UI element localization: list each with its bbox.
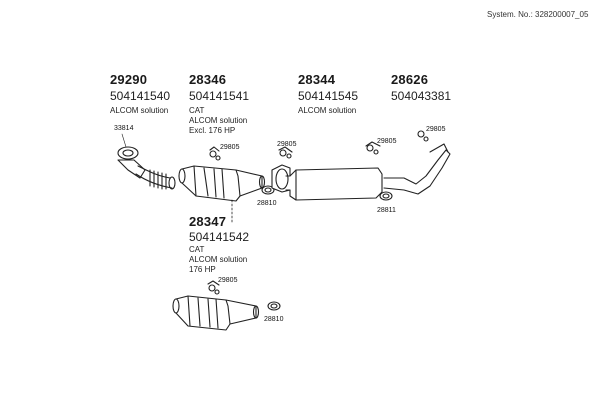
- muffler-28344: [271, 164, 383, 201]
- group-note-5a: CAT: [189, 245, 205, 254]
- group-part-4: 504043381: [391, 89, 452, 103]
- group-number-4: 28626: [391, 72, 429, 87]
- clamp-29805-e: [207, 280, 220, 295]
- group-part-3: 504141545: [298, 89, 359, 103]
- callout-28810-b: 28810: [264, 316, 284, 323]
- group-note-1: ALCOM solution: [110, 106, 169, 115]
- callout-29805-b: 29805: [277, 141, 297, 148]
- group-note-2c: Excl. 176 HP: [189, 126, 236, 135]
- gasket-28811: [379, 191, 393, 201]
- group-note-2b: ALCOM solution: [189, 116, 248, 125]
- catalyst-28346: [178, 165, 266, 202]
- clamp-29805-b: [278, 146, 293, 159]
- group-number-5: 28347: [189, 214, 227, 229]
- group-part-1: 504141540: [110, 89, 171, 103]
- rear-pipe-28626: [383, 143, 451, 195]
- group-number-2: 28346: [189, 72, 227, 87]
- group-number-3: 28344: [298, 72, 336, 87]
- group-note-2a: CAT: [189, 106, 205, 115]
- callout-33814: 33814: [114, 125, 134, 132]
- callout-29805-a: 29805: [220, 144, 240, 151]
- gasket-28810-a: [261, 185, 275, 195]
- callout-29805-c: 29805: [377, 138, 397, 145]
- group-part-2: 504141541: [189, 89, 250, 103]
- callout-29805-e: 29805: [218, 277, 238, 284]
- group-note-5b: ALCOM solution: [189, 255, 248, 264]
- callout-28811: 28811: [377, 207, 396, 214]
- gasket-33814: [117, 133, 139, 160]
- front-pipe-29290: [117, 159, 176, 190]
- callout-29805-d: 29805: [426, 126, 446, 133]
- group-part-5: 504141542: [189, 230, 250, 244]
- system-number: System. No.: 328200007_05: [487, 10, 589, 19]
- clamp-29805-d: [417, 130, 429, 142]
- group-note-3: ALCOM solution: [298, 106, 357, 115]
- group-number-1: 29290: [110, 72, 148, 87]
- clamp-29805-a: [209, 146, 221, 161]
- clamp-29805-c: [365, 141, 381, 155]
- group-note-5c: 176 HP: [189, 265, 216, 274]
- callout-28810-a: 28810: [257, 200, 277, 207]
- gasket-28810-b: [267, 301, 281, 311]
- catalyst-28347: [172, 295, 260, 331]
